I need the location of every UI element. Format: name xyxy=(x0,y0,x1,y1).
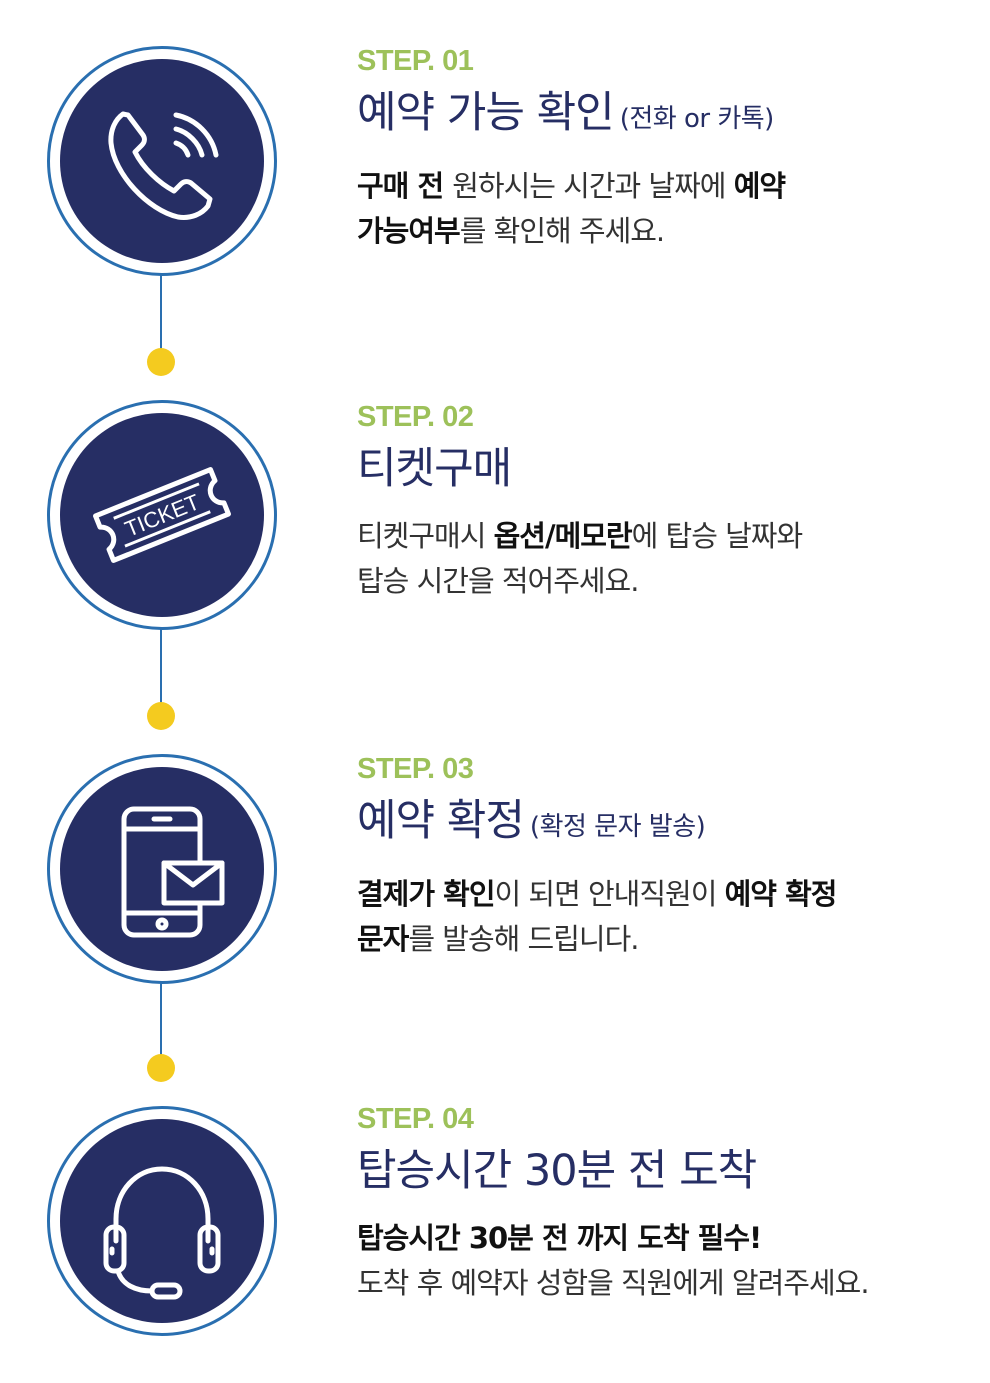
step-1-desc-text-2: 를 확인해 주세요. xyxy=(459,214,665,248)
step-3-desc-bold-1: 결제가 확인 xyxy=(357,877,495,911)
step-4: STEP. 04 탑승시간 30분 전 도착 탑승시간 30분 전 까지 도착 … xyxy=(357,1102,977,1306)
step-1-title: 예약 가능 확인(전화 or 카톡) xyxy=(357,86,977,146)
step-4-description: 탑승시간 30분 전 까지 도착 필수! 도착 후 예약자 성함을 직원에게 알… xyxy=(357,1216,977,1306)
step-2-desc-text-1: 티켓구매시 xyxy=(357,519,494,553)
step-4-label: STEP. 04 xyxy=(357,1103,474,1135)
step-3-title-text: 예약 확정 xyxy=(357,796,525,846)
step-3-desc-text-2: 를 발송해 드립니다. xyxy=(408,922,639,956)
connector-dot-1 xyxy=(147,348,175,376)
ticket-icon-text: TICKET xyxy=(121,489,203,541)
step-1-subtitle: (전화 or 카톡) xyxy=(619,104,775,134)
connector-line-2 xyxy=(160,628,162,712)
connector-line-3 xyxy=(160,982,162,1066)
step-3-desc-bold-2: 예약 확정 xyxy=(724,877,838,911)
step-1-desc-text-1: 원하시는 시간과 날짜에 xyxy=(452,169,734,203)
ticket-icon: TICKET xyxy=(93,467,231,563)
step-3-title: 예약 확정(확정 문자 발송) xyxy=(357,794,977,854)
step-2-desc-bold-1: 옵션/메모란 xyxy=(493,519,633,553)
step-1-desc-bold-3: 가능여부 xyxy=(357,214,461,248)
step-3-icon-circle xyxy=(47,754,277,984)
step-3-description: 결제가 확인이 되면 안내직원이 예약 확정 문자를 발송해 드립니다. xyxy=(357,872,977,962)
step-2: STEP. 02 티켓구매 티켓구매시 옵션/메모란에 탑승 날짜와 탑승 시간… xyxy=(357,400,977,604)
step-4-icon-circle xyxy=(47,1106,277,1336)
phone-icon xyxy=(108,111,219,220)
step-1-description: 구매 전 원하시는 시간과 날짜에 예약 가능여부를 확인해 주세요. xyxy=(357,164,977,254)
step-3-desc-bold-3: 문자 xyxy=(357,922,409,956)
step-1-desc-bold-2: 예약 xyxy=(733,169,786,203)
step-3-desc-text-1: 이 되면 안내직원이 xyxy=(494,877,725,911)
connector-line-1 xyxy=(160,274,162,358)
connector-dot-2 xyxy=(147,702,175,730)
headset-icon xyxy=(103,1166,221,1300)
connector-dot-3 xyxy=(147,1054,175,1082)
step-2-description: 티켓구매시 옵션/메모란에 탑승 날짜와 탑승 시간을 적어주세요. xyxy=(357,514,977,604)
step-1-icon-circle xyxy=(47,46,277,276)
step-2-desc-text-3: 탑승 시간을 적어주세요. xyxy=(357,564,639,598)
smartphone-message-icon xyxy=(121,806,225,938)
step-1-label: STEP. 01 xyxy=(357,45,474,77)
step-4-desc-text-1: 도착 후 예약자 성함을 직원에게 알려주세요. xyxy=(357,1266,870,1300)
step-2-desc-text-2: 에 탑승 날짜와 xyxy=(631,519,804,553)
step-3-label: STEP. 03 xyxy=(357,753,474,785)
step-4-desc-bold-1: 탑승시간 30분 전 까지 도착 필수! xyxy=(357,1221,762,1255)
step-2-title: 티켓구매 xyxy=(357,444,512,494)
step-1: STEP. 01 예약 가능 확인(전화 or 카톡) 구매 전 원하시는 시간… xyxy=(357,44,977,254)
step-4-title: 탑승시간 30분 전 도착 xyxy=(357,1146,757,1196)
step-3-subtitle: (확정 문자 발송) xyxy=(529,812,706,842)
step-2-label: STEP. 02 xyxy=(357,401,474,433)
step-2-icon-circle: TICKET xyxy=(47,400,277,630)
step-3: STEP. 03 예약 확정(확정 문자 발송) 결제가 확인이 되면 안내직원… xyxy=(357,752,977,962)
step-1-desc-bold-1: 구매 전 xyxy=(357,169,453,203)
step-1-title-text: 예약 가능 확인 xyxy=(357,88,615,138)
